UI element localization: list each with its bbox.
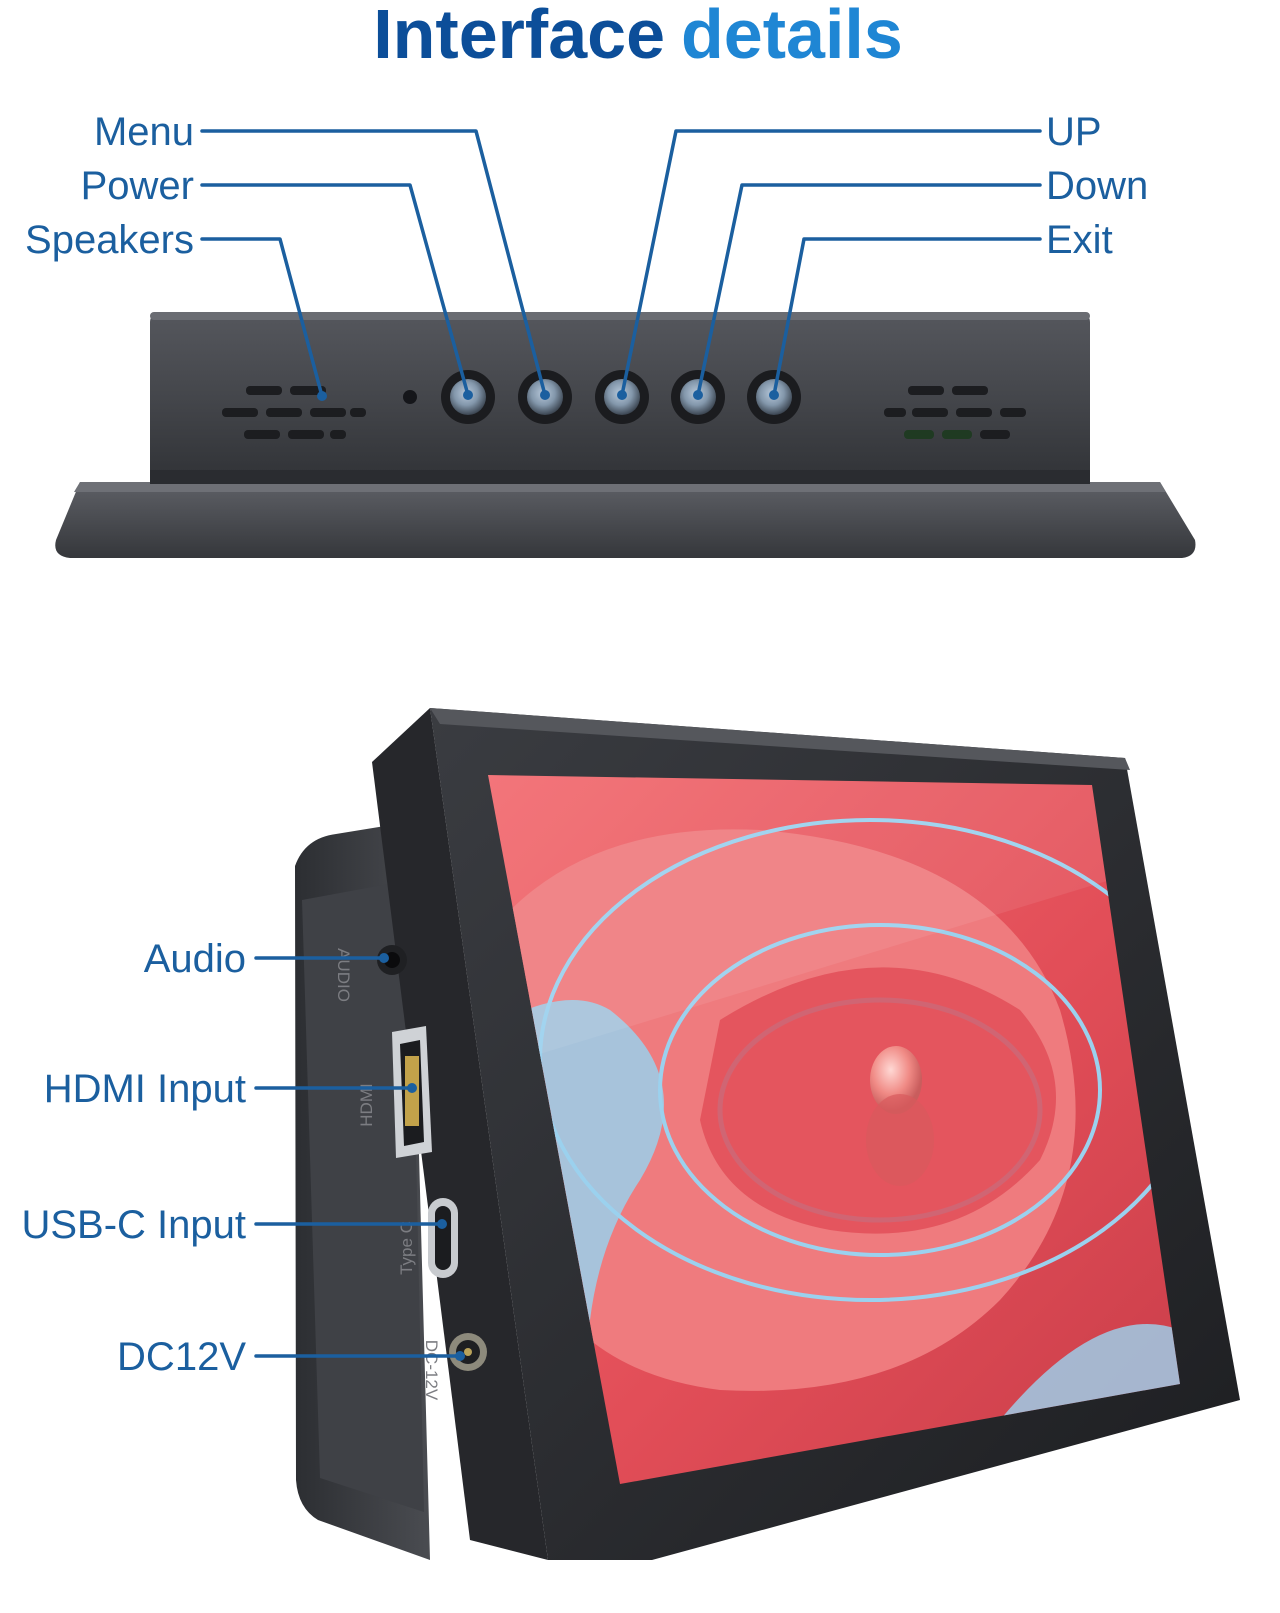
top-leader-lines: [200, 129, 1042, 398]
label-audio: Audio: [144, 937, 246, 981]
title-word-interface: Interface: [373, 0, 665, 73]
top-panel-device: [55, 312, 1196, 558]
port-dc-barrel: [449, 1333, 487, 1371]
port-audio-jack: [377, 945, 407, 975]
print-type-c: Type C: [397, 1221, 416, 1275]
port-usb-c: [428, 1198, 458, 1278]
side-view-device: AUDIO HDMI Type C DC-12V: [295, 708, 1240, 1560]
leader-menu: [200, 129, 547, 397]
speaker-grille-left: [222, 386, 366, 439]
label-up: UP: [1046, 110, 1102, 154]
top-leader-dots: [317, 390, 779, 401]
bezel-edge: [372, 708, 548, 1560]
leader-speakers: [200, 237, 324, 398]
leader-exit: [772, 237, 1042, 397]
label-power: Power: [81, 164, 194, 208]
side-leader-dots: [379, 953, 465, 1361]
label-exit: Exit: [1046, 218, 1113, 262]
indicator-led: [403, 390, 417, 404]
leader-down: [696, 183, 1042, 397]
label-speakers: Speakers: [25, 218, 194, 262]
label-down: Down: [1046, 164, 1148, 208]
leader-power: [200, 183, 470, 397]
print-dc12v: DC-12V: [422, 1340, 441, 1401]
label-hdmi-input: HDMI Input: [44, 1067, 246, 1111]
print-hdmi: HDMI: [357, 1083, 376, 1126]
label-menu: Menu: [94, 110, 194, 154]
label-dc12v: DC12V: [117, 1335, 246, 1379]
side-labels: Audio HDMI Input USB-C Input DC12V: [21, 937, 246, 1379]
title-word-details: details: [681, 0, 903, 73]
side-leader-lines: [254, 956, 462, 1358]
print-audio: AUDIO: [334, 948, 353, 1002]
leader-up: [620, 129, 1042, 397]
device-base-plate: [55, 482, 1196, 558]
label-usb-c-input: USB-C Input: [21, 1203, 246, 1247]
top-labels: Menu Power Speakers UP Down Exit: [25, 110, 1148, 262]
speaker-grille-right: [884, 386, 1026, 439]
